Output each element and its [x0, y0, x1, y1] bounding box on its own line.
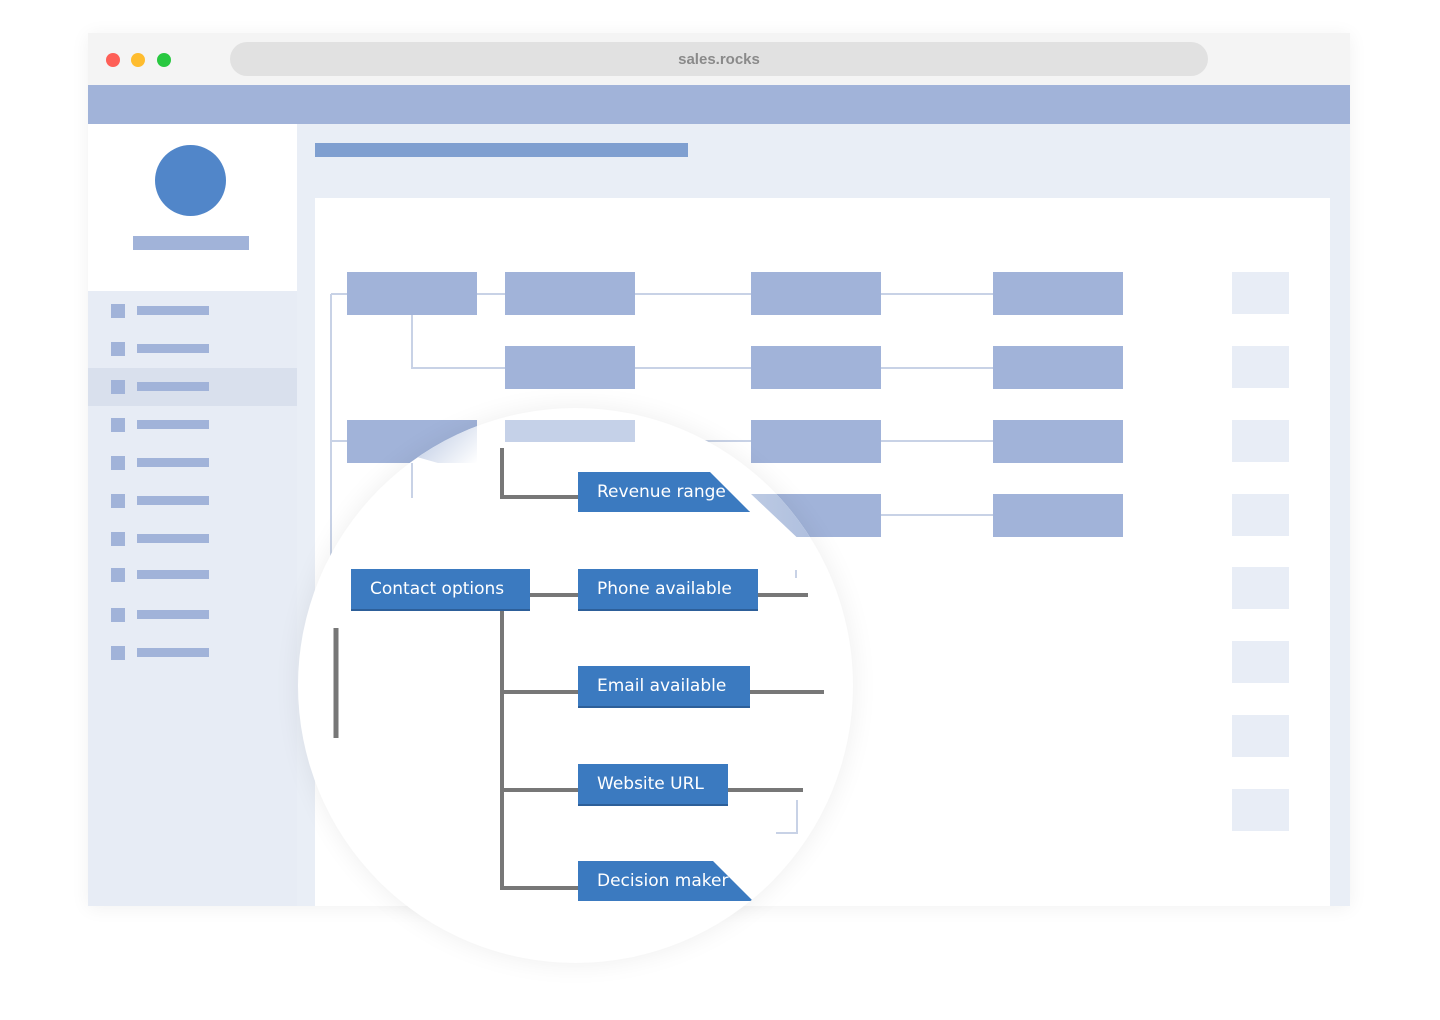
sidebar-item-7[interactable] — [137, 534, 209, 543]
contact-options-node[interactable]: Contact options — [351, 569, 530, 609]
decision-maker-label: Decision maker — [597, 871, 729, 891]
sidebar-item-5[interactable] — [137, 458, 209, 467]
magnified-connectors — [333, 448, 824, 890]
side-cell[interactable] — [1232, 272, 1289, 314]
phone-available-label: Phone available — [597, 579, 732, 599]
sidebar-item-3[interactable] — [137, 382, 209, 391]
email-available-label: Email available — [597, 676, 727, 696]
sidebar-item-icon — [111, 532, 125, 546]
sidebar-item-icon — [111, 418, 125, 432]
sidebar-item-icon — [111, 568, 125, 582]
side-cell[interactable] — [1232, 789, 1289, 831]
side-cell[interactable] — [1232, 420, 1289, 462]
sidebar-item-icon — [111, 380, 125, 394]
side-cell[interactable] — [1232, 641, 1289, 683]
sidebar-item-icon — [111, 456, 125, 470]
sidebar-item-9[interactable] — [137, 610, 209, 619]
tree-node-placeholder[interactable] — [751, 420, 881, 463]
close-window-icon[interactable] — [106, 53, 120, 67]
sidebar-item-icon — [111, 304, 125, 318]
profile-panel — [88, 124, 297, 291]
side-cell[interactable] — [1232, 346, 1289, 388]
faded-node — [505, 420, 635, 442]
revenue-range-label: Revenue range — [597, 482, 726, 502]
sidebar-item-icon — [111, 608, 125, 622]
minimize-window-icon[interactable] — [131, 53, 145, 67]
tree-node-placeholder[interactable] — [993, 346, 1123, 389]
browser-titlebar: sales.rocks — [88, 33, 1350, 85]
website-url-label: Website URL — [597, 774, 704, 794]
tree-node-placeholder[interactable] — [751, 272, 881, 315]
sidebar-item-icon — [111, 646, 125, 660]
sidebar — [88, 291, 297, 906]
sidebar-item-icon — [111, 342, 125, 356]
sidebar-item-6[interactable] — [137, 496, 209, 505]
tree-node-placeholder[interactable] — [505, 272, 635, 315]
tree-node-placeholder[interactable] — [751, 346, 881, 389]
tree-node-placeholder[interactable] — [505, 346, 635, 389]
url-text: sales.rocks — [678, 50, 760, 68]
maximize-window-icon[interactable] — [157, 53, 171, 67]
contact-options-label: Contact options — [370, 579, 505, 599]
website-url-node[interactable]: Website URL — [578, 764, 728, 804]
sidebar-item-1[interactable] — [137, 306, 209, 315]
side-cell[interactable] — [1232, 567, 1289, 609]
tree-node-placeholder[interactable] — [347, 272, 477, 315]
tree-node-placeholder[interactable] — [993, 272, 1123, 315]
sidebar-item-2[interactable] — [137, 344, 209, 353]
profile-name-placeholder — [133, 236, 249, 250]
magnifier-lens: Revenue range Contact options Phone avai… — [298, 408, 853, 963]
page-title-placeholder — [315, 143, 688, 157]
app-header — [88, 85, 1350, 124]
side-cell[interactable] — [1232, 494, 1289, 536]
sidebar-item-8[interactable] — [137, 570, 209, 579]
tree-node-placeholder[interactable] — [993, 420, 1123, 463]
sidebar-item-4[interactable] — [137, 420, 209, 429]
avatar[interactable] — [155, 145, 226, 216]
sidebar-item-icon — [111, 494, 125, 508]
phone-available-node[interactable]: Phone available — [578, 569, 758, 609]
sidebar-item-10[interactable] — [137, 648, 209, 657]
side-cell[interactable] — [1232, 715, 1289, 757]
tree-node-placeholder[interactable] — [993, 494, 1123, 537]
address-bar[interactable]: sales.rocks — [230, 42, 1208, 76]
email-available-node[interactable]: Email available — [578, 666, 750, 706]
